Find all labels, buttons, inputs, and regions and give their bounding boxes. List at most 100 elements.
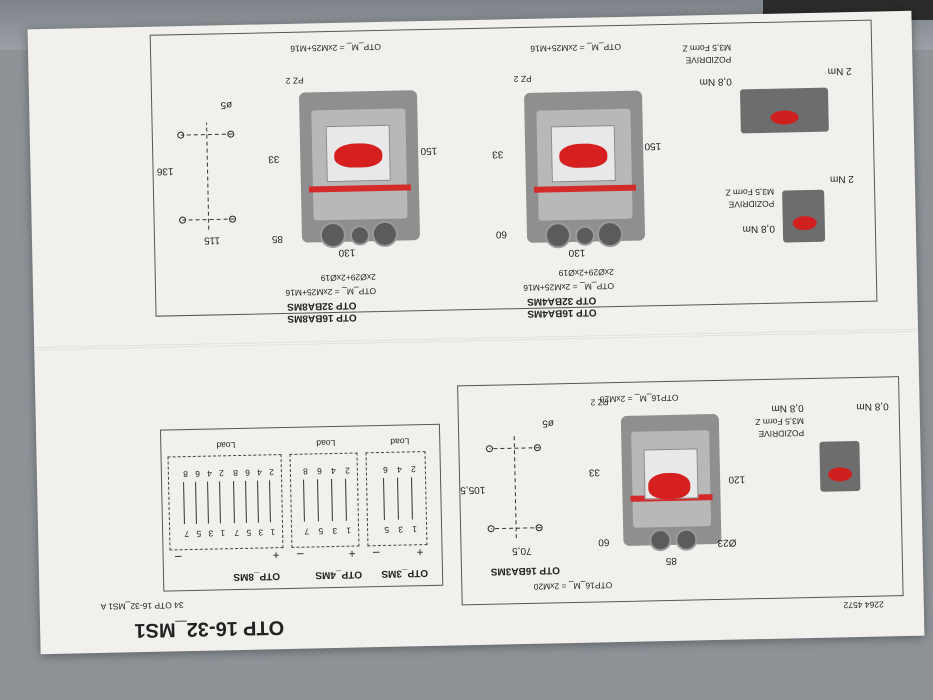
- terminal-number: 4: [207, 468, 213, 479]
- cable-spec: OTP_M_ = 2xM25+M16: [285, 286, 377, 298]
- polarity-minus: –: [296, 547, 304, 562]
- dimension-o23: Ø23: [717, 536, 737, 548]
- polarity-minus: –: [174, 550, 182, 565]
- pozidrive-spec: M3,5 Form Z: [755, 416, 805, 428]
- terminal-number: 8: [303, 466, 308, 477]
- section-16ba3ms: OTP 16BA3MS OTP16_M_ = 2xM20 120 60 85 Ø…: [457, 376, 904, 606]
- sheet-content: OTP 16-32_MS1 34 OTP 16-32_MS1 A 2264 45…: [28, 11, 925, 654]
- terminal-number: 1: [220, 528, 226, 539]
- terminal-number: 5: [384, 524, 390, 535]
- cable-gland: [349, 225, 371, 246]
- section-label-32ba4ms: OTP 32BA4MS: [526, 294, 597, 307]
- tool-spec: PZ 2: [590, 397, 609, 408]
- document-number: 2264 4572: [843, 599, 884, 611]
- wiring-label-3ms: OTP_3MS: [381, 567, 429, 580]
- dimension-70-5: 70,5: [511, 544, 532, 557]
- terminal-number: 4: [257, 467, 262, 478]
- terminal-number: 2: [411, 464, 416, 475]
- hole-diameter: ø5: [220, 99, 233, 111]
- dimension-136: 136: [156, 165, 174, 177]
- cable-spec-bottom: OTP16_M_ = 2xM20: [533, 580, 613, 592]
- polarity-plus: +: [272, 548, 280, 563]
- mounting-hole-pattern: [485, 433, 543, 539]
- mounting-hole-pattern: [177, 122, 237, 230]
- torque-value: 0,8 Nm: [856, 400, 889, 413]
- polarity-plus: +: [416, 545, 424, 560]
- document-title: OTP 16-32_MS1: [134, 616, 285, 642]
- load-label: Load: [216, 440, 236, 451]
- terminal-number: 6: [383, 464, 388, 475]
- wiring-label-4ms: OTP_4MS: [315, 568, 363, 581]
- section-label: OTP 16BA3MS: [490, 564, 561, 577]
- cable-spec-top: OTP_M_ = 2xM25+M16: [290, 41, 382, 54]
- terminal-number: 3: [258, 527, 264, 538]
- document-subtitle: 34 OTP 16-32_MS1 A: [100, 600, 184, 612]
- terminal-number: 5: [246, 527, 252, 538]
- dimension-150: 150: [420, 144, 438, 157]
- dimension-33: 33: [492, 148, 504, 160]
- dimension-60: 60: [598, 536, 610, 548]
- terminal-number: 4: [331, 465, 336, 477]
- cable-spec-top: OTP16_M_ = 2xM20: [599, 392, 679, 405]
- wiring-label-8ms: OTP_8MS: [233, 570, 281, 583]
- torque-value: 0,8 Nm: [742, 222, 775, 235]
- cable-gland: [574, 225, 596, 246]
- section-label-32ba8ms: OTP 32BA8MS: [287, 299, 357, 312]
- section-wiring-diagrams: OTP_3MS OTP_4MS OTP_8MS + – + – + – Load…: [159, 423, 444, 592]
- section-large-enclosures: OTP 16BA4MS OTP 32BA4MS OTP_M_ = 2xM25+M…: [149, 19, 878, 324]
- rotary-handle: [559, 143, 608, 169]
- dimension-130: 130: [338, 246, 356, 258]
- tool-spec: PZ 2: [513, 73, 532, 85]
- dimension-85: 85: [271, 233, 284, 245]
- terminal-number: 3: [208, 528, 214, 539]
- hole-diameter: ø5: [542, 417, 555, 429]
- torque-value: 2 Nm: [829, 173, 854, 185]
- terminal-number: 2: [219, 468, 224, 479]
- terminal-number: 6: [317, 466, 322, 477]
- terminal-number: 1: [346, 525, 352, 536]
- terminal-number: 2: [345, 465, 350, 476]
- terminal-number: 6: [245, 467, 250, 478]
- cable-spec: OTP_M_ = 2xM25+M16: [523, 281, 615, 293]
- terminal-number: 7: [234, 528, 240, 539]
- terminal-number: 3: [398, 524, 404, 535]
- pozidrive-label: POZIDRIVE: [728, 198, 775, 210]
- terminal-number: 7: [304, 526, 310, 537]
- dimension-150: 150: [644, 140, 662, 152]
- pozidrive-spec: M3,5 Form Z: [725, 186, 775, 198]
- pozidrive-spec: M3,5 Form Z: [682, 42, 732, 54]
- dimension-33: 33: [588, 466, 601, 478]
- cable-spec: 2xØ29+2xØ19: [558, 267, 614, 279]
- section-label-16ba4ms: OTP 16BA4MS: [527, 306, 597, 319]
- switch-enclosure: [620, 413, 722, 552]
- torque-value: 2 Nm: [827, 65, 852, 77]
- terminal-number: 1: [412, 524, 418, 535]
- terminal-number: 6: [195, 468, 201, 479]
- switch-enclosure-8ms: [298, 90, 421, 249]
- dimension-60: 60: [495, 228, 508, 240]
- pozidrive-label: POZIDRIVE: [685, 54, 732, 66]
- terminal-number: 8: [233, 468, 238, 479]
- terminal-number: 5: [196, 528, 202, 539]
- tool-spec: PZ 2: [285, 75, 304, 86]
- cable-spec-top: OTP_M_ = 2xM25+M16: [530, 41, 622, 54]
- cable-spec: 2xØ29+2xØ19: [320, 272, 376, 284]
- rotary-handle: [647, 472, 691, 500]
- torque-value: 0,8 Nm: [771, 402, 804, 414]
- polarity-minus: –: [372, 546, 380, 561]
- terminal-number: 1: [270, 527, 276, 538]
- cable-gland: [371, 220, 399, 248]
- dimension-85: 85: [665, 554, 677, 567]
- terminal-number: 7: [184, 529, 190, 540]
- dimension-120: 120: [728, 473, 746, 485]
- section-label-16ba8ms: OTP 16BA8MS: [287, 311, 357, 324]
- terminal-number: 4: [397, 464, 402, 475]
- polarity-plus: +: [348, 546, 356, 561]
- load-label: Load: [390, 436, 410, 447]
- load-label: Load: [316, 437, 336, 449]
- terminal-number: 3: [332, 525, 338, 537]
- terminal-number: 2: [269, 467, 274, 478]
- cable-gland: [649, 528, 672, 552]
- pozidrive-label: POZIDRIVE: [758, 428, 805, 440]
- cable-gland: [596, 220, 624, 248]
